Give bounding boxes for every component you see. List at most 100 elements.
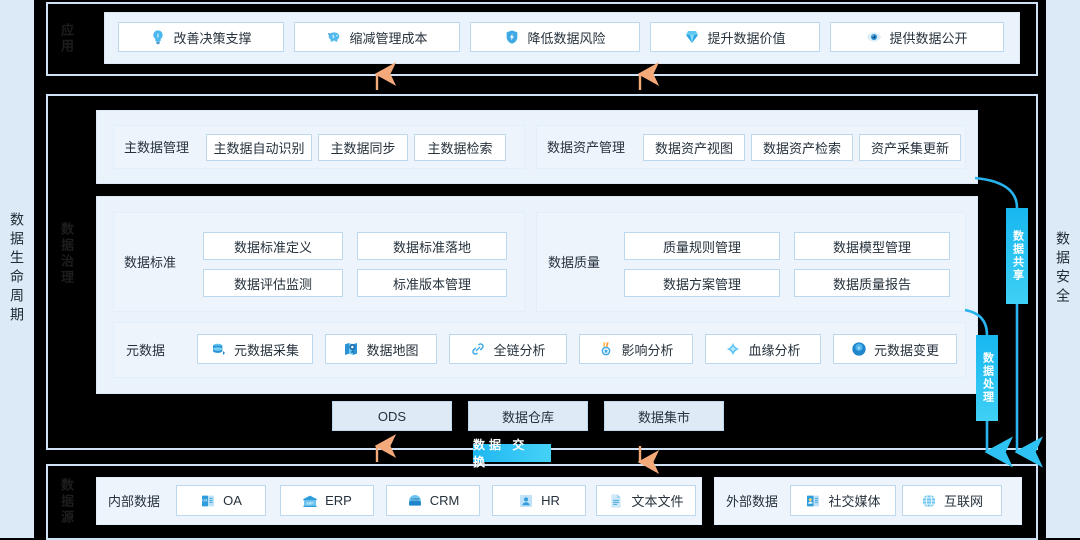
chip-label: ERP	[325, 493, 352, 508]
chip-label: 影响分析	[621, 342, 674, 358]
governance-band-label: 数据治理	[59, 222, 74, 286]
chip-label: 社交媒体	[828, 494, 881, 509]
badge-label: 数据处理	[981, 352, 994, 404]
chip-label: HR	[541, 493, 560, 508]
svg-text:OA: OA	[202, 498, 208, 502]
lightbulb-icon	[153, 30, 164, 45]
data-asset-group-label: 数据资产管理	[547, 139, 626, 155]
app-chip-0[interactable]: 改善决策支撑	[118, 22, 284, 52]
storage-chip-warehouse[interactable]: 数据仓库	[468, 401, 588, 431]
chip-label: 元数据采集	[233, 342, 299, 358]
data-standard-chip-3[interactable]: 标准版本管理	[357, 269, 507, 297]
social-media-icon	[807, 495, 820, 506]
chip-label: 数据资产检索	[762, 141, 841, 156]
document-icon	[611, 493, 622, 508]
chip-label: 数据标准落地	[392, 239, 471, 255]
data-quality-chip-0[interactable]: 质量规则管理	[624, 232, 780, 260]
chip-label: 文本文件	[631, 494, 684, 509]
metadata-chip-3[interactable]: 影响分析	[579, 334, 693, 364]
chip-label: 主数据自动识别	[213, 141, 305, 156]
badge-data-exchange: 数据 交 换	[473, 438, 551, 469]
internal-chip-oa[interactable]: OA OA	[176, 485, 266, 516]
application-band-label: 应用	[59, 23, 74, 55]
metadata-chip-2[interactable]: 全链分析	[449, 334, 567, 364]
master-data-chip-1[interactable]: 主数据同步	[318, 134, 408, 161]
chip-label: 资产采集更新	[870, 141, 949, 156]
data-asset-chip-0[interactable]: 数据资产视图	[643, 134, 745, 161]
eye-icon	[867, 32, 882, 42]
internal-chip-textfile[interactable]: 文本文件	[596, 485, 696, 516]
globe-icon	[922, 493, 936, 508]
chip-label: 全链分析	[493, 342, 546, 358]
badge-data-sharing: 数据共享	[1006, 208, 1028, 304]
metadata-group-label: 元数据	[126, 342, 166, 358]
master-data-chip-0[interactable]: 主数据自动识别	[206, 134, 312, 161]
app-chip-1[interactable]: $ 缩减管理成本	[294, 22, 460, 52]
diamond-icon	[686, 31, 699, 43]
master-data-group-label: 主数据管理	[124, 139, 190, 155]
app-chip-4[interactable]: 提供数据公开	[830, 22, 1004, 52]
svg-text:CRM: CRM	[411, 497, 419, 501]
app-chip-label: 改善决策支撑	[173, 30, 252, 46]
chip-label: 数据集市	[637, 409, 690, 425]
internal-source-label: 内部数据	[108, 493, 161, 509]
chip-label: 质量规则管理	[662, 239, 741, 255]
internal-chip-hr[interactable]: HR	[492, 485, 586, 516]
data-standard-chip-0[interactable]: 数据标准定义	[203, 232, 343, 260]
chip-label: 数据评估监测	[233, 276, 312, 292]
data-standard-chip-2[interactable]: 数据评估监测	[203, 269, 343, 297]
data-quality-chip-2[interactable]: 数据方案管理	[624, 269, 780, 297]
chip-label: 数据标准定义	[233, 239, 312, 255]
chip-label: 主数据检索	[427, 141, 493, 156]
svg-text:$: $	[332, 34, 335, 39]
chip-label: OA	[223, 493, 242, 508]
chip-label: 数据质量报告	[832, 276, 911, 292]
metadata-chip-1[interactable]: 数据地图	[325, 334, 437, 364]
internal-chip-erp[interactable]: ERP ERP	[280, 485, 374, 516]
chip-label: 数据资产视图	[654, 141, 733, 156]
badge-circle-icon: #	[852, 342, 866, 356]
chip-label: 数据方案管理	[662, 276, 741, 292]
metadata-chip-5[interactable]: # 元数据变更	[833, 334, 957, 364]
data-asset-chip-1[interactable]: 数据资产检索	[751, 134, 853, 161]
link-chain-icon	[472, 343, 485, 355]
oa-icon: OA	[202, 495, 215, 506]
data-standard-group-label: 数据标准	[124, 254, 177, 270]
chip-label: 数据仓库	[501, 409, 554, 425]
app-chip-2[interactable]: 降低数据风险	[470, 22, 640, 52]
app-chip-label: 提升数据价值	[707, 30, 786, 46]
data-quality-chip-1[interactable]: 数据模型管理	[794, 232, 950, 260]
metadata-chip-0[interactable]: 元数据采集	[197, 334, 313, 364]
master-data-chip-2[interactable]: 主数据检索	[414, 134, 506, 161]
crm-icon: CRM	[408, 494, 421, 506]
data-asset-chip-2[interactable]: 资产采集更新	[859, 134, 961, 161]
badge-label: 数据共享	[1011, 230, 1024, 282]
app-chip-label: 缩减管理成本	[349, 30, 428, 46]
data-standard-chip-1[interactable]: 数据标准落地	[357, 232, 507, 260]
chip-label: CRM	[429, 493, 460, 508]
storage-chip-mart[interactable]: 数据集市	[604, 401, 724, 431]
svg-text:ERP: ERP	[307, 501, 315, 505]
external-chip-internet[interactable]: 互联网	[902, 485, 1002, 516]
chip-label: 数据模型管理	[832, 239, 911, 255]
sparkle-icon	[726, 342, 741, 356]
data-quality-chip-3[interactable]: 数据质量报告	[794, 269, 950, 297]
rail-left-label: 数据生命周期	[9, 212, 25, 326]
external-chip-social[interactable]: 社交媒体	[790, 485, 896, 516]
badge-data-processing: 数据处理	[976, 335, 998, 421]
internal-chip-crm[interactable]: CRM CRM	[386, 485, 480, 516]
external-source-label: 外部数据	[726, 493, 779, 509]
chip-label: 血缘分析	[748, 342, 801, 358]
metadata-chip-4[interactable]: 血缘分析	[705, 334, 821, 364]
app-chip-3[interactable]: 提升数据价值	[650, 22, 820, 52]
app-chip-label: 降低数据风险	[527, 30, 606, 46]
chip-label: 数据地图	[366, 342, 419, 358]
chip-label: ODS	[377, 408, 407, 424]
map-pin-icon	[345, 343, 358, 355]
app-chip-label: 提供数据公开	[889, 30, 968, 46]
rail-right-label: 数据安全	[1055, 231, 1071, 307]
storage-chip-ods[interactable]: ODS	[332, 401, 452, 431]
shield-icon	[507, 30, 518, 44]
chip-label: 互联网	[943, 494, 983, 509]
